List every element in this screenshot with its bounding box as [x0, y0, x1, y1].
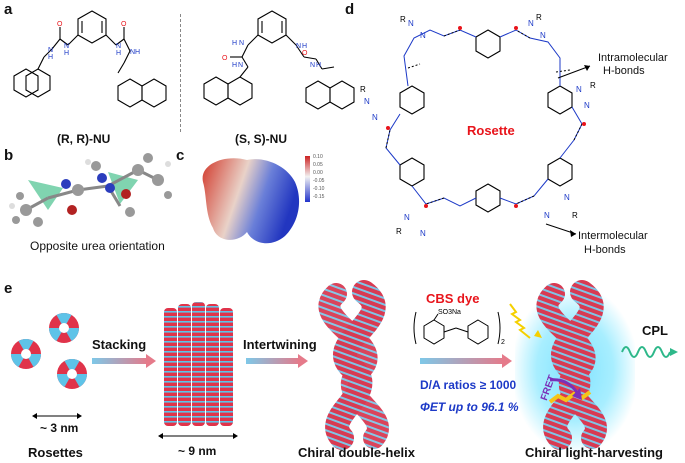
intertwining-label: Intertwining: [243, 337, 317, 352]
svg-text:N: N: [310, 62, 315, 69]
rosettes-label: Rosettes: [28, 445, 83, 460]
esp-colorbar: [305, 156, 310, 202]
ball-stick-model: [9, 153, 172, 227]
svg-text:H: H: [232, 40, 237, 47]
panel-label-b: b: [4, 147, 14, 164]
stacking-label: Stacking: [92, 337, 147, 352]
svg-text:O: O: [222, 55, 228, 62]
harvest-arrow: [420, 358, 504, 364]
svg-text:O: O: [57, 21, 63, 28]
panel-label-a: a: [4, 1, 13, 18]
cpl-wave: [621, 346, 678, 358]
colorbar-tick: -0.05: [313, 178, 325, 184]
svg-text:N: N: [404, 213, 410, 222]
size-arrow-9nm: [158, 433, 238, 439]
so3na-group: SO3Na: [438, 309, 461, 316]
svg-text:H: H: [48, 54, 53, 61]
svg-text:N: N: [296, 43, 301, 50]
svg-text:N: N: [48, 47, 53, 54]
colorbar-tick: 0.10: [313, 154, 323, 160]
intramolecular-label: Intramolecular: [598, 52, 668, 64]
intertwining-arrowhead: [298, 354, 308, 368]
ss-nu-label: (S, S)-NU: [235, 132, 287, 146]
inter-arrow: [545, 223, 577, 237]
svg-text:R: R: [572, 211, 578, 220]
svg-text:H: H: [64, 50, 69, 57]
harvest-arrowhead: [502, 354, 512, 368]
colorbar-tick: 0.05: [313, 162, 323, 168]
svg-text:N: N: [576, 85, 582, 94]
svg-text:H: H: [135, 49, 140, 56]
svg-text:N: N: [64, 43, 69, 50]
svg-text:N: N: [238, 62, 243, 69]
svg-text:N: N: [584, 101, 590, 110]
light-harvesting-helix: [536, 280, 607, 450]
panel-label-c: c: [176, 147, 185, 164]
svg-text:H: H: [232, 62, 237, 69]
size-arrow-3nm: [32, 413, 82, 419]
stacked-columns: [164, 302, 233, 426]
esp-surface: [202, 158, 300, 244]
intermolecular-hbonds-label: H-bonds: [584, 244, 626, 256]
da-ratio-label: D/A ratios ≥ 1000: [420, 378, 517, 392]
svg-text:N: N: [116, 43, 121, 50]
stacking-arrowhead: [146, 354, 156, 368]
svg-text:N: N: [239, 40, 244, 47]
svg-text:R: R: [590, 81, 596, 90]
svg-text:O: O: [302, 50, 308, 57]
cbs-dye-structure: SO3Na 2: [413, 309, 505, 346]
intra-arrow: [557, 65, 591, 79]
double-helix-label: Chiral double-helix: [298, 445, 416, 460]
svg-text:O: O: [121, 21, 127, 28]
panel-a-divider: [180, 14, 181, 132]
urea-orientation-caption: Opposite urea orientation: [30, 239, 165, 253]
colorbar-tick: -0.10: [313, 186, 325, 192]
size-3nm-label: ~ 3 nm: [40, 421, 79, 435]
svg-text:N: N: [364, 97, 370, 106]
colorbar-tick: -0.15: [313, 194, 325, 200]
cpl-label: CPL: [642, 323, 668, 338]
fret-arrow: [549, 378, 582, 400]
excitation-wave: [509, 303, 542, 339]
phi-et-label: ΦET up to 96.1 %: [420, 400, 519, 414]
svg-text:N: N: [408, 19, 414, 28]
stacking-arrow: [92, 358, 148, 364]
svg-text:H: H: [116, 50, 121, 57]
dye-subscript: 2: [501, 339, 505, 346]
chiral-double-helix: [318, 280, 389, 450]
light-harvesting-label: Chiral light-harvesting: [525, 445, 663, 460]
intertwining-arrow: [246, 358, 300, 364]
panel-label-e: e: [4, 280, 13, 297]
svg-text:R: R: [396, 227, 402, 236]
svg-text:N: N: [420, 229, 426, 238]
svg-text:N: N: [540, 31, 546, 40]
rosette-label: Rosette: [467, 123, 515, 138]
svg-text:H: H: [302, 43, 307, 50]
rr-nu-label: (R, R)-NU: [57, 132, 111, 146]
intramolecular-hbonds-label: H-bonds: [603, 65, 645, 77]
svg-text:N: N: [420, 31, 426, 40]
intermolecular-label: Intermolecular: [578, 230, 648, 242]
svg-text:R: R: [536, 13, 542, 22]
svg-text:R: R: [400, 15, 406, 24]
svg-text:N: N: [130, 49, 135, 56]
svg-text:H: H: [316, 62, 321, 69]
svg-text:N: N: [372, 113, 378, 122]
colorbar-tick: 0.00: [313, 170, 323, 176]
svg-text:N: N: [528, 19, 534, 28]
size-9nm-label: ~ 9 nm: [178, 444, 217, 458]
svg-text:N: N: [564, 193, 570, 202]
svg-text:N: N: [544, 211, 550, 220]
cbs-dye-title: CBS dye: [426, 291, 480, 306]
svg-text:R: R: [360, 85, 366, 94]
panel-label-d: d: [345, 1, 355, 18]
